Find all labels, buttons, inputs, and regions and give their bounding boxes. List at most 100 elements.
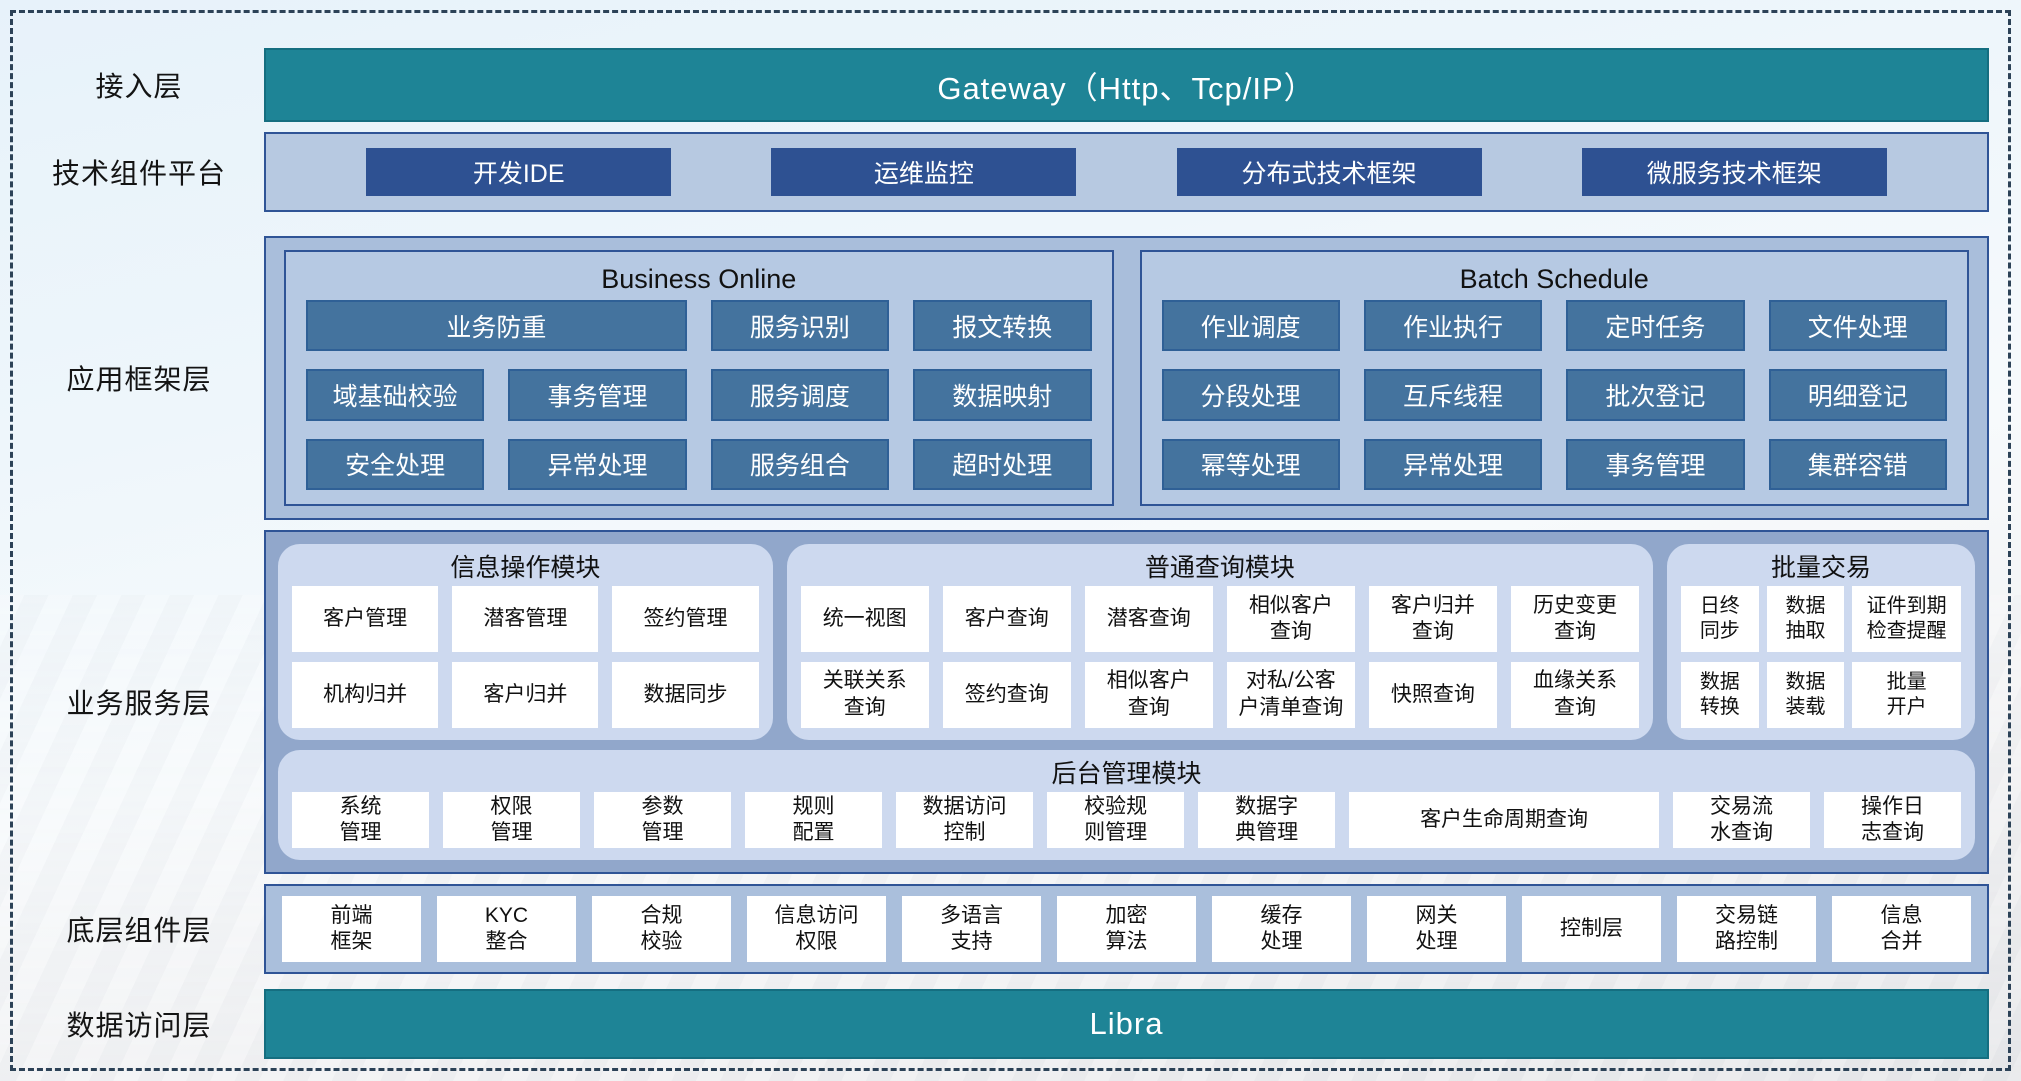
component-card: 合规 校验 <box>592 896 731 962</box>
service-card: 签约管理 <box>612 586 759 652</box>
business-service-container: 信息操作模块 客户管理 潜客管理 签约管理 机构归并 客户归并 数据同步 <box>264 530 1989 874</box>
service-card: 客户归并 <box>452 661 599 728</box>
info-ops-panel: 信息操作模块 客户管理 潜客管理 签约管理 机构归并 客户归并 数据同步 <box>278 544 773 740</box>
service-card: 操作日 志查询 <box>1824 791 1962 848</box>
layer-label-app-framework: 应用框架层 <box>66 364 212 395</box>
service-card: 关联关系 查询 <box>800 661 929 728</box>
component-card: 多语言 支持 <box>902 896 1041 962</box>
service-card: 历史变更 查询 <box>1510 586 1639 652</box>
layer-label-base-components: 底层组件层 <box>66 915 212 946</box>
layer-tech-platform: 技术组件平台 开发IDE 运维监控 分布式技术框架 微服务技术框架 <box>14 132 2007 212</box>
tech-item-microservice-framework: 微服务技术框架 <box>1581 148 1887 196</box>
function-button: 批次登记 <box>1566 369 1745 421</box>
component-card: 控制层 <box>1522 896 1661 962</box>
admin-card-row: 系统 管理 权限 管理 参数 管理 规则 配置 数据访问 控制 校验规 则管理 … <box>292 791 1962 848</box>
service-card: 规则 配置 <box>745 791 883 848</box>
service-card: 系统 管理 <box>292 791 430 848</box>
component-card: 前端 框架 <box>282 896 421 962</box>
service-card: 血缘关系 查询 <box>1510 661 1639 728</box>
service-card: 交易流 水查询 <box>1673 791 1811 848</box>
function-button: 超时处理 <box>913 438 1092 490</box>
gateway-bar: Gateway（Http、Tcp/IP） <box>264 48 1989 122</box>
batch-trade-panel: 批量交易 日终 同步 数据 抽取 证件到期 检查提醒 数据 转换 数据 装载 批… <box>1667 544 1975 740</box>
service-card: 校验规 则管理 <box>1047 791 1185 848</box>
batch-schedule-title: Batch Schedule <box>1459 264 1649 294</box>
service-card: 数据 转换 <box>1681 661 1759 728</box>
service-card: 数据 装载 <box>1766 661 1845 728</box>
function-button: 域基础校验 <box>306 369 485 421</box>
service-card: 签约查询 <box>942 661 1071 728</box>
function-button: 明细登记 <box>1768 369 1947 421</box>
tech-item-ops-monitor: 运维监控 <box>771 148 1077 196</box>
service-card: 潜客管理 <box>452 586 599 652</box>
layer-business-service: 业务服务层 信息操作模块 客户管理 潜客管理 签约管理 机构归并 客户归并 <box>14 530 2007 874</box>
function-button: 分段处理 <box>1161 369 1340 421</box>
common-query-title: 普通查询模块 <box>1144 554 1295 582</box>
function-button: 服务识别 <box>710 300 890 352</box>
service-card: 数据 抽取 <box>1766 586 1845 652</box>
layer-label-access: 接入层 <box>95 71 183 102</box>
function-button: 事务管理 <box>1566 438 1745 490</box>
service-card: 数据字 典管理 <box>1198 791 1336 848</box>
function-button: 业务防重 <box>306 300 687 352</box>
service-card: 证件到期 检查提醒 <box>1852 586 1961 652</box>
layer-data-access: 数据访问层 Libra <box>14 989 2007 1059</box>
function-button: 数据映射 <box>913 369 1092 421</box>
business-online-title: Business Online <box>601 264 797 294</box>
function-button: 安全处理 <box>306 438 485 490</box>
tech-item-dev-ide: 开发IDE <box>366 148 672 196</box>
function-button: 异常处理 <box>508 438 687 490</box>
info-ops-title: 信息操作模块 <box>450 554 601 582</box>
common-query-grid: 统一视图 客户查询 潜客查询 相似客户 查询 客户归并 查询 历史变更 查询 关… <box>800 586 1639 728</box>
common-query-panel: 普通查询模块 统一视图 客户查询 潜客查询 相似客户 查询 客户归并 查询 历史… <box>786 544 1653 740</box>
layer-label-business-service: 业务服务层 <box>66 688 212 719</box>
service-card: 统一视图 <box>800 586 929 652</box>
function-button: 服务组合 <box>710 438 890 490</box>
service-card: 客户生命周期查询 <box>1349 791 1660 848</box>
business-online-box: Business Online 业务防重 服务识别 报文转换 域基础校验 事务管… <box>284 250 1114 506</box>
component-card: 信息 合并 <box>1832 896 1971 962</box>
service-card: 权限 管理 <box>443 791 581 848</box>
service-card: 日终 同步 <box>1681 586 1759 652</box>
function-button: 作业调度 <box>1161 300 1340 352</box>
service-card: 客户查询 <box>942 586 1071 652</box>
component-card: 交易链 路控制 <box>1677 896 1816 962</box>
service-card: 客户归并 查询 <box>1368 586 1497 652</box>
function-button: 事务管理 <box>508 369 687 421</box>
function-button: 互斥线程 <box>1363 369 1543 421</box>
service-card: 快照查询 <box>1368 661 1497 728</box>
function-button: 服务调度 <box>710 369 890 421</box>
function-button: 作业执行 <box>1363 300 1543 352</box>
info-ops-grid: 客户管理 潜客管理 签约管理 机构归并 客户归并 数据同步 <box>292 586 759 728</box>
libra-bar: Libra <box>264 989 1989 1059</box>
base-components-container: 前端 框架 KYC 整合 合规 校验 信息访问 权限 多语言 支持 加密 算法 … <box>264 884 1989 974</box>
component-card: 信息访问 权限 <box>747 896 886 962</box>
layer-label-data-access: 数据访问层 <box>66 1010 212 1041</box>
service-card: 机构归并 <box>292 661 439 728</box>
function-button: 定时任务 <box>1566 300 1745 352</box>
batch-schedule-grid: 作业调度 作业执行 定时任务 文件处理 分段处理 互斥线程 批次登记 明细登记 … <box>1161 300 1947 490</box>
component-card: KYC 整合 <box>437 896 576 962</box>
function-button: 文件处理 <box>1768 300 1947 352</box>
layer-base-components: 底层组件层 前端 框架 KYC 整合 合规 校验 信息访问 权限 多语言 支持 … <box>14 884 2007 974</box>
service-card: 数据同步 <box>612 661 759 728</box>
component-card: 加密 算法 <box>1057 896 1196 962</box>
function-button: 集群容错 <box>1768 438 1947 490</box>
component-card: 缓存 处理 <box>1212 896 1351 962</box>
function-button: 报文转换 <box>913 300 1092 352</box>
service-card: 相似客户 查询 <box>1084 661 1213 728</box>
service-card: 参数 管理 <box>594 791 732 848</box>
layer-access: 接入层 Gateway（Http、Tcp/IP） <box>14 48 2007 122</box>
component-card: 网关 处理 <box>1367 896 1506 962</box>
batch-trade-title: 批量交易 <box>1770 554 1871 582</box>
app-framework-container: Business Online 业务防重 服务识别 报文转换 域基础校验 事务管… <box>264 236 1989 520</box>
business-online-grid: 业务防重 服务识别 报文转换 域基础校验 事务管理 服务调度 数据映射 安全处理… <box>306 300 1092 490</box>
batch-schedule-box: Batch Schedule 作业调度 作业执行 定时任务 文件处理 分段处理 … <box>1139 250 1969 506</box>
admin-panel: 后台管理模块 系统 管理 权限 管理 参数 管理 规则 配置 数据访问 控制 校… <box>278 749 1975 860</box>
tech-item-distributed-framework: 分布式技术框架 <box>1176 148 1482 196</box>
function-button: 异常处理 <box>1363 438 1543 490</box>
batch-trade-grid: 日终 同步 数据 抽取 证件到期 检查提醒 数据 转换 数据 装载 批量 开户 <box>1681 586 1961 728</box>
layer-app-framework: 应用框架层 Business Online 业务防重 服务识别 报文转换 域基础… <box>14 236 2007 520</box>
service-card: 对私/公客 户清单查询 <box>1226 661 1355 728</box>
